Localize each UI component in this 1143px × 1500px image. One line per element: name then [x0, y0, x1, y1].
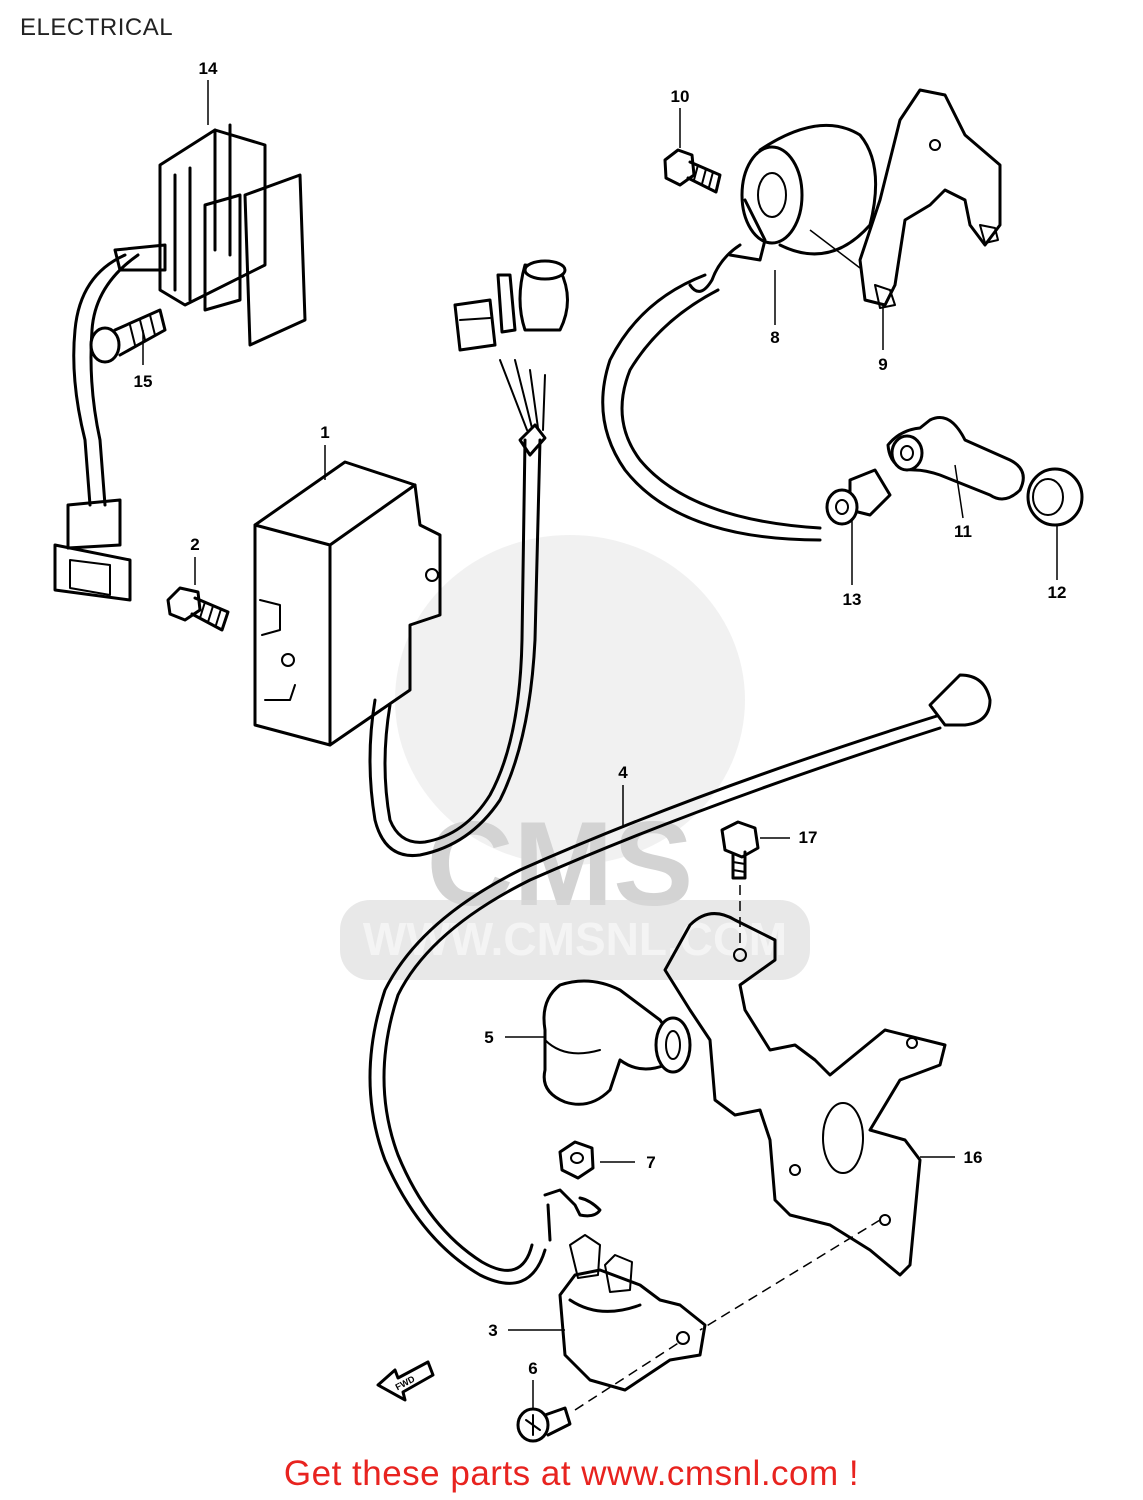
- callout-14: 14: [199, 59, 218, 78]
- part-bolt-2[interactable]: [166, 586, 230, 632]
- callout-8: 8: [770, 328, 779, 347]
- part-nut-7[interactable]: [558, 1140, 595, 1180]
- callout-5: 5: [484, 1028, 493, 1047]
- part-bolt-10[interactable]: [663, 148, 722, 194]
- part-battery-cable[interactable]: [368, 673, 992, 1285]
- callout-11: 11: [954, 522, 972, 541]
- harness-connectors: [453, 259, 569, 457]
- footer-cta-link[interactable]: Get these parts at www.cmsnl.com !: [283, 1454, 860, 1493]
- callout-12: 12: [1048, 583, 1067, 602]
- part-plug-cap-seal-13[interactable]: [825, 468, 892, 526]
- callout-10: 10: [671, 87, 690, 106]
- callout-16: 16: [964, 1148, 983, 1167]
- callout-numbers: 14 15 1 2 10 8 9 11 12 13 4 17 5 7 16 3 …: [134, 59, 1067, 1378]
- callout-13: 13: [843, 590, 862, 609]
- callout-4: 4: [618, 763, 628, 782]
- callout-15: 15: [134, 372, 153, 391]
- part-starter-relay[interactable]: [543, 1188, 707, 1392]
- part-cdi-unit[interactable]: [253, 438, 542, 858]
- fwd-arrow-icon: FWD: [376, 1360, 435, 1402]
- part-relay-bracket[interactable]: [663, 912, 947, 1331]
- part-ignition-coil[interactable]: [601, 123, 878, 542]
- part-bolt-17[interactable]: [720, 820, 760, 945]
- watermark: CMS WWW.CMSNL.COM: [340, 535, 810, 980]
- callout-9: 9: [878, 355, 887, 374]
- part-screw-15[interactable]: [89, 308, 167, 364]
- part-screw-6[interactable]: [516, 1341, 681, 1443]
- part-coil-bracket[interactable]: [809, 88, 1002, 309]
- callout-1: 1: [320, 423, 329, 442]
- page-title: ELECTRICAL: [20, 14, 174, 41]
- part-plug-cap-seal-12[interactable]: [1026, 467, 1084, 527]
- callout-2: 2: [190, 535, 199, 554]
- part-regulator-rectifier[interactable]: [53, 123, 307, 602]
- callout-6: 6: [528, 1359, 537, 1378]
- leader-lines: [142, 80, 1058, 1408]
- callout-17: 17: [799, 828, 818, 847]
- callout-3: 3: [488, 1321, 497, 1340]
- watermark-url: WWW.CMSNL.COM: [363, 913, 787, 965]
- part-plug-cap[interactable]: [886, 416, 1025, 501]
- part-relay-boot[interactable]: [542, 979, 692, 1106]
- callout-7: 7: [646, 1153, 655, 1172]
